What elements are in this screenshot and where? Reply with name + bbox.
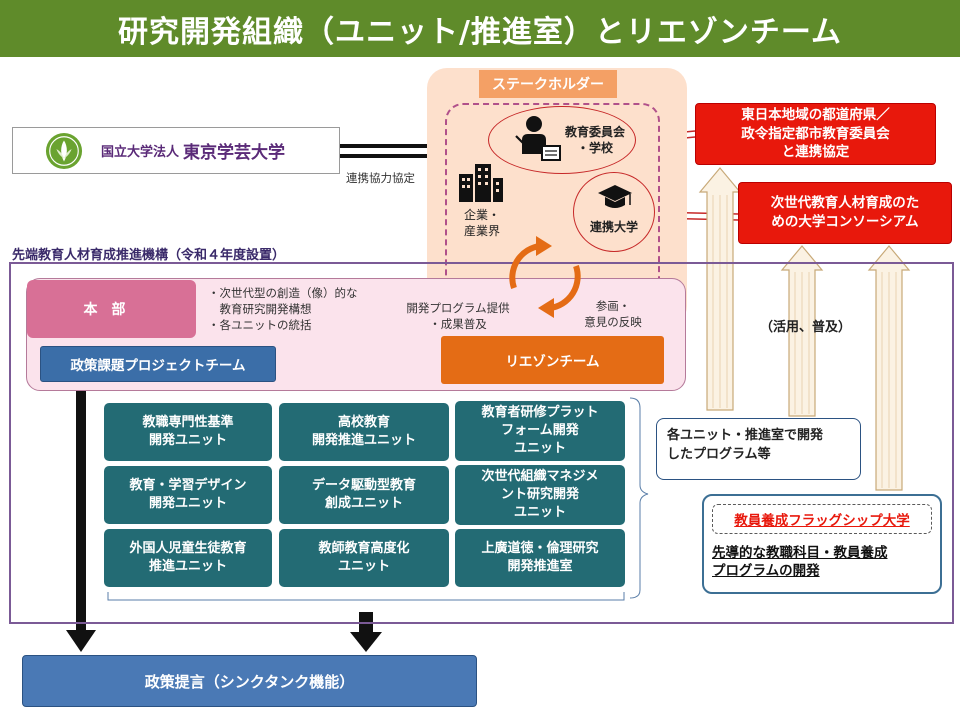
partner-univ-label: 連携大学 [589, 220, 638, 234]
graduation-cap-icon [598, 185, 632, 208]
flagship-description: 先導的な教職科目・教員養成 プログラムの開発 [712, 545, 888, 580]
unit-box: データ駆動型教育 創成ユニット [279, 466, 449, 524]
units-bracket-bottom [107, 592, 625, 601]
hq-label: 本部 [27, 280, 196, 338]
unit-box: 教師教育高度化 ユニット [279, 529, 449, 587]
board-ellipse [488, 106, 636, 174]
partner-univ-ellipse [573, 172, 655, 252]
unit-box: 教職専門性基準 開発ユニット [104, 403, 272, 461]
unit-box: 教育・学習デザイン 開発ユニット [104, 466, 272, 524]
organization-frame [9, 262, 954, 624]
university-prefix: 国立大学法人 [101, 145, 180, 160]
stakeholder-label: ステークホルダー [479, 70, 617, 98]
arrow-stripes [712, 195, 897, 488]
university-logo-icon [45, 132, 83, 169]
policy-proposal-box: 政策提言（シンクタンク機能） [22, 655, 477, 707]
buildings-icon [459, 164, 503, 202]
flow-right-label: 参画・ 意見の反映 [584, 299, 642, 330]
unit-box: 高校教育 開発推進ユニット [279, 403, 449, 461]
page-title: 研究開発組織（ユニット/推進室）とリエゾンチーム [0, 0, 960, 57]
cycle-arrows-icon [509, 236, 581, 318]
consortium-box: 次世代教育人材育成のた めの大学コンソーシアム [738, 182, 952, 244]
agreement-connector [340, 144, 430, 158]
university-name: 東京学芸大学 [183, 143, 286, 163]
unit-box: 教育者研修プラット フォーム開発 ユニット [455, 401, 625, 461]
agreement-label: 連携協力協定 [346, 171, 415, 185]
board-label: 教育委員会 ・学校 [564, 125, 625, 156]
companies-label: 企業・ 産業界 [463, 208, 500, 239]
units-bracket-right [629, 397, 649, 599]
utilization-label: （活用、普及） [760, 320, 852, 335]
flagship-frame [702, 494, 942, 594]
programs-box: 各ユニット・推進室で開発 したプログラム等 [656, 418, 861, 480]
unit-box: 外国人児童生徒教育 推進ユニット [104, 529, 272, 587]
unit-box: 次世代組織マネジメ ント研究開発 ユニット [455, 465, 625, 525]
flagship-label: 教員養成フラッグシップ大学 [712, 504, 932, 534]
liaison-team-box: リエゾンチーム [441, 336, 664, 384]
organization-label: 先端教育人材育成推進機構（令和４年度設置） [12, 248, 286, 263]
university-box: 国立大学法人 東京学芸大学 [12, 127, 340, 174]
policy-team-box: 政策課題プロジェクトチーム [40, 346, 276, 382]
hq-notes: ・次世代型の創造（像）的な 教育研究開発構想 ・各ユニットの統括 [208, 286, 358, 333]
east-japan-box: 東日本地域の都道府県／ 政令指定都市教育委員会 と連携協定 [695, 103, 936, 165]
flow-left-label: 開発プログラム提供 ・成果普及 [406, 301, 510, 332]
unit-box: 上廣道徳・倫理研究 開発推進室 [455, 529, 625, 587]
teacher-icon [515, 116, 561, 161]
